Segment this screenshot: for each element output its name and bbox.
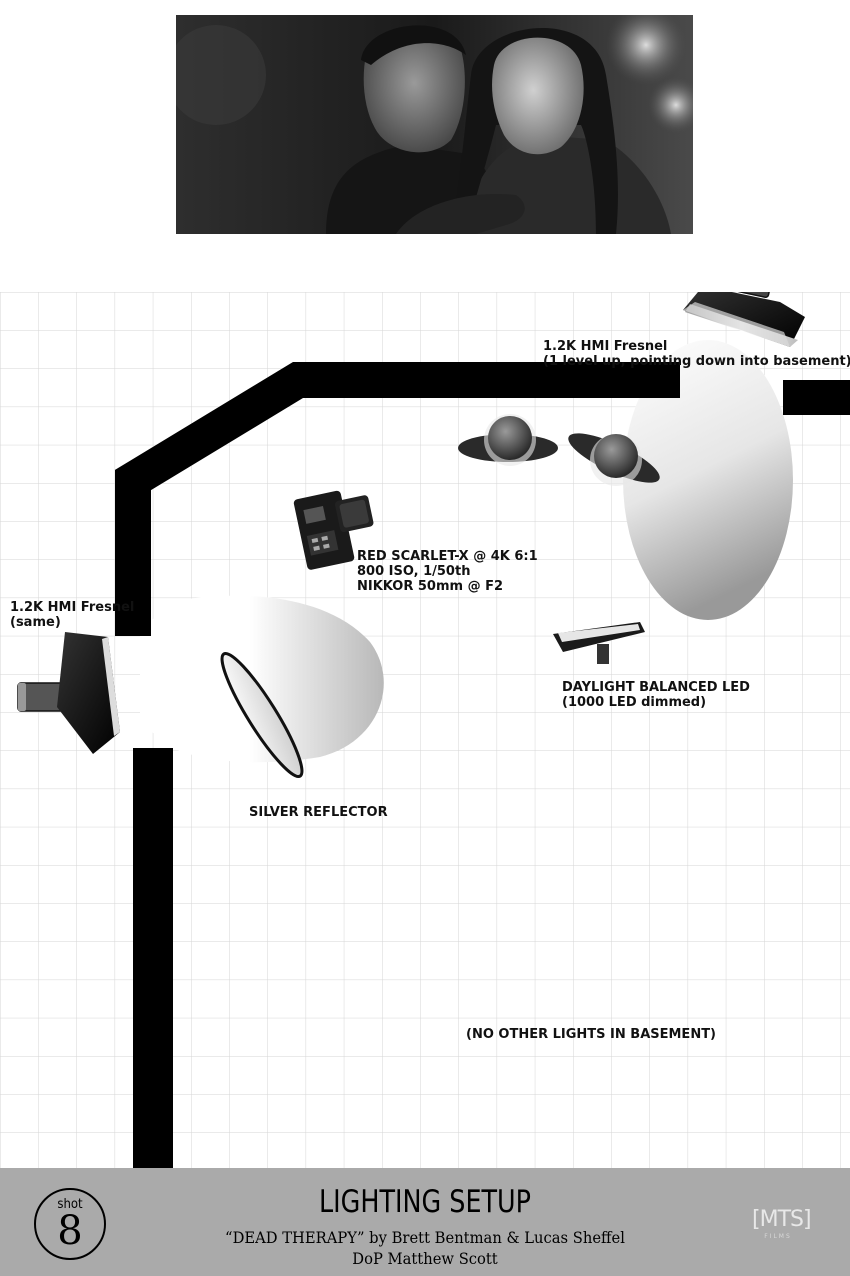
label-led-line2: (1000 LED dimmed) [562,695,707,710]
label-hmi-left: 1.2K HMI Fresnel (same) [10,600,134,630]
silver-reflector-icon [220,651,304,779]
shot-word: shot [57,1197,83,1212]
label-note: (NO OTHER LIGHTS IN BASEMENT) [466,1027,717,1042]
top-hmi-light-pool [623,340,793,620]
footer-bar: shot 8 LIGHTING SETUP “DEAD THERAPY” by … [0,1168,850,1276]
label-camera-line3: NIKKOR 50mm @ F2 [357,579,504,594]
hmi-fresnel-left-icon [17,632,120,754]
actor-right-icon [568,433,660,486]
film-still [176,15,693,234]
label-led: DAYLIGHT BALANCED LED (1000 LED dimmed) [562,680,750,710]
label-camera-line2: 800 ISO, 1/50th [357,564,471,579]
floor-plan [0,239,850,1168]
led-panel-icon [553,622,645,664]
label-hmi-top: 1.2K HMI Fresnel (1 level up, pointing d… [543,339,850,369]
left-hmi-light-pool [140,595,384,763]
label-hmi-top-line1: 1.2K HMI Fresnel [543,339,668,354]
mts-logo: [MTS] [752,1207,812,1232]
label-camera-line1: RED SCARLET-X @ 4K 6:1 [357,549,538,564]
shot-badge: shot 8 [34,1188,106,1260]
wall-left-lower [133,748,173,1168]
dop-credit: DoP Matthew Scott [352,1249,498,1268]
label-hmi-left-line2: (same) [10,615,61,630]
mts-logo-sub: FILMS [764,1233,792,1240]
film-credits: “DEAD THERAPY” by Brett Bentman & Lucas … [225,1228,625,1247]
wall-top-left [115,362,680,636]
shot-number: 8 [57,1208,83,1254]
label-hmi-top-line2: (1 level up, pointing down into basement… [543,354,850,369]
camera-icon [293,490,374,570]
wall-top-right [783,380,850,415]
label-camera: RED SCARLET-X @ 4K 6:1 800 ISO, 1/50th N… [357,549,538,594]
label-led-line1: DAYLIGHT BALANCED LED [562,680,750,695]
label-reflector: SILVER REFLECTOR [249,805,388,820]
actor-left-icon [458,414,558,466]
label-hmi-left-line1: 1.2K HMI Fresnel [10,600,135,615]
film-still-image [176,15,693,234]
page-title: LIGHTING SETUP [319,1184,531,1220]
floor-plan-diagram [0,239,850,1168]
